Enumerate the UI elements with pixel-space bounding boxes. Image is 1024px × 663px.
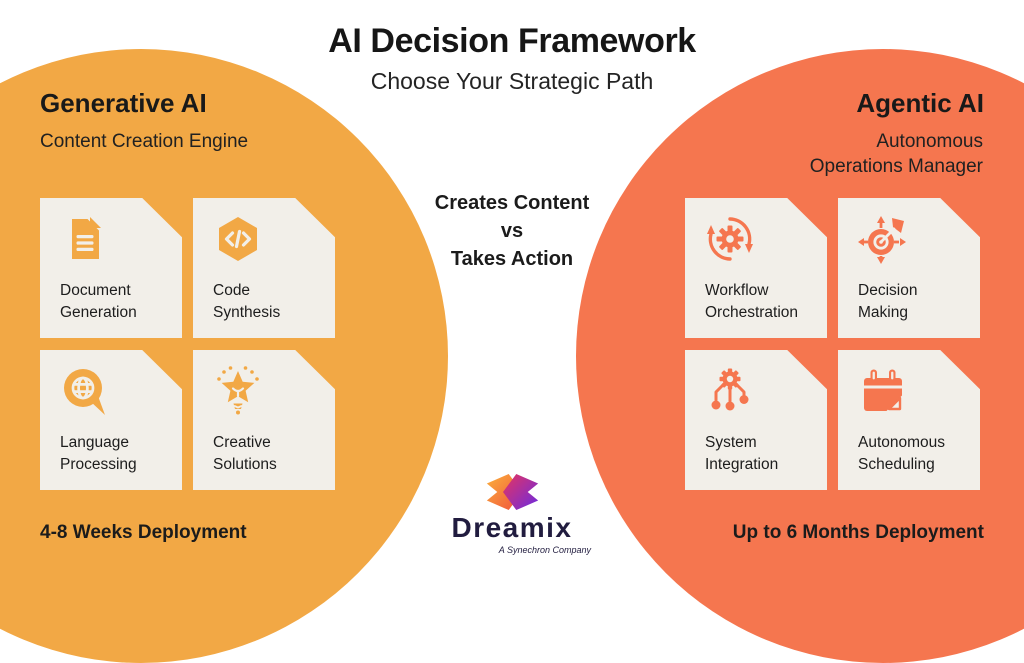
brand-wordmark: Dreamix [451, 512, 573, 543]
decision-target-icon [858, 216, 906, 264]
agentic-title: Agentic AI [856, 88, 984, 118]
document-icon [72, 217, 101, 259]
comparison-bottom: Takes Action [450, 248, 574, 270]
code-icon [219, 217, 257, 261]
dreamix-logo-icon [486, 473, 538, 511]
card-label: Document Generation [60, 282, 137, 321]
card-label: Workflow Orchestration [705, 282, 799, 321]
brand-block: Dreamix A Synechron Company [427, 472, 597, 555]
agentic-subtitle: Autonomous Operations Manager [809, 131, 983, 178]
card-creative-solutions: Creative Solutions [193, 350, 335, 490]
brand-tagline: A Synechron Company [498, 545, 591, 555]
card-autonomous-scheduling: Autonomous Scheduling [838, 350, 980, 490]
language-globe-icon [64, 369, 105, 415]
page-title: AI Decision Framework [328, 22, 696, 60]
integration-network-icon [711, 368, 749, 411]
comparison-text: Creates Content vs Takes Action [435, 189, 589, 273]
generative-subtitle: Content Creation Engine [40, 131, 249, 152]
creative-star-icon [217, 366, 259, 415]
card-decision-making: Decision Making [838, 198, 980, 338]
card-label: Autonomous Scheduling [858, 434, 946, 473]
card-label: Decision Making [858, 282, 918, 321]
page-subtitle: Choose Your Strategic Path [370, 68, 654, 94]
workflow-gear-icon [707, 217, 753, 261]
scheduling-calendar-icon [864, 369, 903, 412]
comparison-vs: vs [500, 220, 524, 242]
card-code-synthesis: Code Synthesis [193, 198, 335, 338]
card-system-integration: System Integration [685, 350, 827, 490]
card-workflow-orchestration: Workflow Orchestration [685, 198, 827, 338]
comparison-top: Creates Content [434, 192, 590, 214]
card-document-generation: Document Generation [40, 198, 182, 338]
card-label: System Integration [705, 434, 779, 473]
agentic-deployment: Up to 6 Months Deployment [732, 522, 984, 543]
card-label: Creative Solutions [213, 434, 277, 473]
generative-cards: Document Generation Code Synthesis Langu… [40, 198, 335, 490]
generative-deployment: 4-8 Weeks Deployment [40, 522, 247, 543]
card-language-processing: Language Processing [40, 350, 182, 490]
card-label: Language Processing [60, 434, 137, 473]
agentic-cards: Workflow Orchestration Decision Making [685, 198, 980, 490]
generative-title: Generative AI [40, 88, 207, 118]
card-label: Code Synthesis [213, 282, 281, 321]
